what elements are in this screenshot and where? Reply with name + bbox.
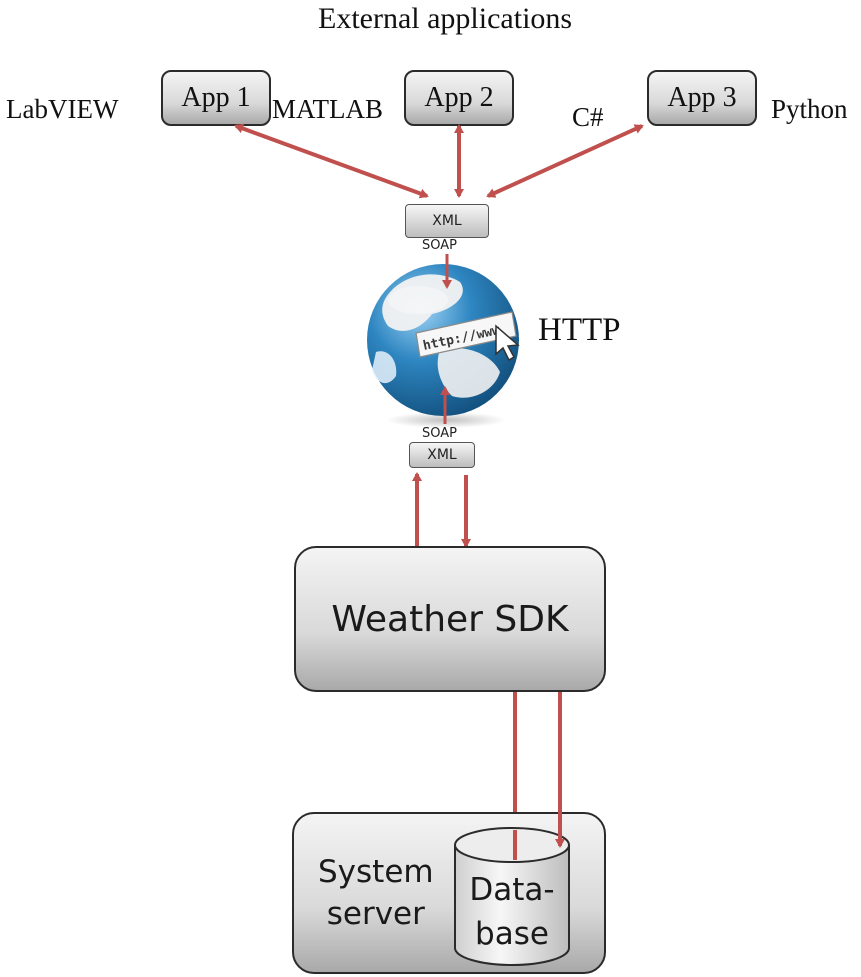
weather-sdk-label: Weather SDK	[331, 598, 569, 640]
xml-badge-top: XML	[405, 204, 489, 238]
app-box-3-label: App 3	[667, 82, 737, 113]
arrow-app3-xml	[486, 124, 644, 198]
cursor-icon	[495, 324, 520, 362]
database-label: Data- base	[457, 868, 567, 956]
system-server-label-line1: System	[318, 854, 434, 890]
xml-badge-bottom: XML	[409, 442, 475, 468]
app-box-3: App 3	[647, 70, 757, 126]
soap-label-bottom: SOAP	[422, 426, 457, 441]
app-box-2-label: App 2	[424, 82, 494, 113]
database-label-line1: Data-	[469, 872, 555, 908]
system-server-label-line2: server	[326, 896, 425, 932]
language-label-matlab: MATLAB	[272, 94, 384, 124]
http-label: HTTP	[538, 312, 621, 348]
system-server-label: System server	[318, 851, 434, 935]
app-box-1: App 1	[161, 70, 271, 126]
language-label-labview: LabVIEW	[6, 94, 119, 124]
app-box-1-label: App 1	[181, 82, 251, 113]
database-label-line2: base	[475, 916, 549, 952]
soap-label-top: SOAP	[422, 238, 457, 253]
diagram-title: External applications	[318, 2, 573, 35]
arrow-app1-xml	[234, 123, 429, 199]
weather-sdk-box: Weather SDK	[294, 546, 606, 692]
language-label-python: Python	[771, 94, 848, 124]
